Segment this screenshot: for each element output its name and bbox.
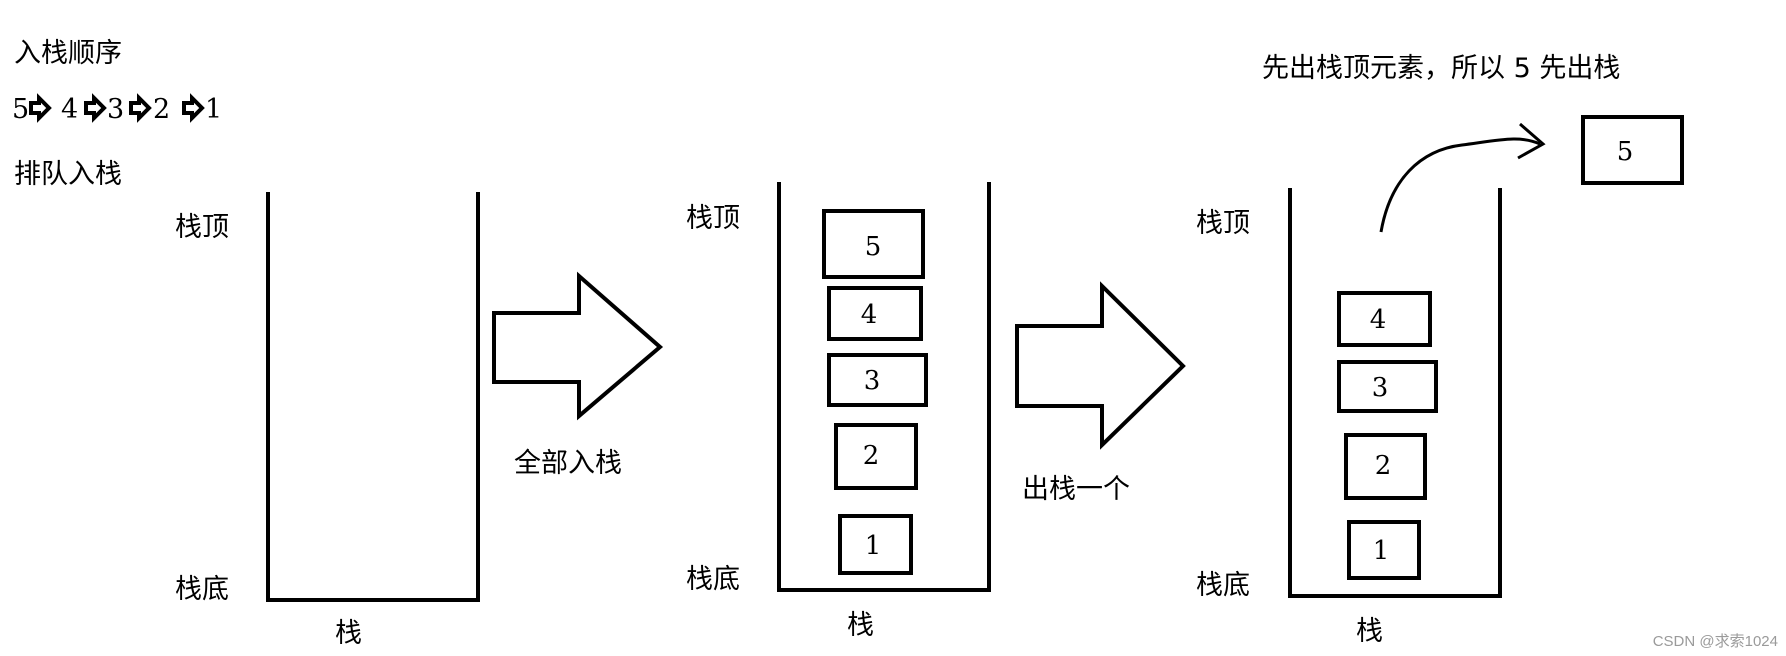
push-order-item: 4 bbox=[61, 94, 78, 125]
order-arrow-icon bbox=[129, 93, 152, 123]
push-order-item: 2 bbox=[153, 94, 170, 125]
stack-bottom-label: 栈底 bbox=[175, 574, 229, 605]
stack-element-box bbox=[838, 514, 913, 575]
stack-element-box bbox=[1337, 360, 1438, 413]
stack-full: 栈顶 栈底 5 4 3 2 1 栈 bbox=[686, 182, 991, 641]
stack-element-label: 5 bbox=[865, 232, 882, 262]
push-order-item: 5 bbox=[12, 94, 29, 125]
popped-element-box bbox=[1581, 115, 1684, 185]
stack-caption: 栈 bbox=[335, 618, 362, 649]
stack-element-label: 3 bbox=[1372, 373, 1389, 403]
stack-element-box bbox=[827, 286, 923, 341]
stack-element-label: 2 bbox=[1375, 451, 1392, 481]
pop-note: 先出栈顶元素，所以 5 先出栈 bbox=[1262, 53, 1620, 84]
stack-element-box bbox=[1347, 520, 1421, 580]
stack-element-label: 4 bbox=[861, 300, 878, 330]
pop-one-arrow-icon bbox=[1015, 281, 1186, 450]
stack-bottom-label: 栈底 bbox=[686, 564, 740, 595]
popped-element-label: 5 bbox=[1617, 137, 1634, 167]
stack-container bbox=[1288, 188, 1502, 598]
watermark: CSDN @求索1024 bbox=[1653, 633, 1778, 650]
stack-after-pop: 栈顶 栈底 4 3 2 1 栈 bbox=[1196, 188, 1502, 647]
stack-element-box bbox=[827, 353, 928, 407]
pop-one-label: 出栈一个 bbox=[1022, 474, 1130, 505]
push-order-title: 入栈顺序 bbox=[14, 38, 122, 69]
stack-element-box bbox=[1344, 433, 1427, 500]
stack-container bbox=[777, 182, 991, 592]
queue-push-label: 排队入栈 bbox=[14, 159, 122, 190]
push-all-label: 全部入栈 bbox=[514, 448, 622, 479]
stack-empty: 栈顶 栈底 栈 bbox=[175, 192, 480, 649]
stack-element-label: 3 bbox=[864, 366, 881, 396]
order-arrow-icon bbox=[182, 93, 205, 123]
push-order-sequence: 5 4 3 2 1 bbox=[12, 93, 222, 125]
stack-bottom-label: 栈底 bbox=[1196, 570, 1250, 601]
stack-element-label: 4 bbox=[1370, 305, 1387, 335]
push-order-item: 3 bbox=[107, 94, 124, 125]
pop-curve-arrow-icon bbox=[1379, 137, 1541, 233]
order-arrow-icon bbox=[84, 93, 107, 123]
stack-element-label: 1 bbox=[1373, 536, 1390, 566]
stack-top-label: 栈顶 bbox=[686, 203, 740, 234]
stack-element-box bbox=[1337, 291, 1432, 347]
order-arrow-icon bbox=[29, 93, 52, 123]
stack-element-label: 1 bbox=[865, 531, 882, 561]
stack-element-label: 2 bbox=[863, 441, 880, 471]
pop-arrowhead-icon bbox=[1517, 122, 1546, 160]
stack-caption: 栈 bbox=[1356, 616, 1383, 647]
stack-element-box bbox=[822, 209, 925, 279]
stack-top-label: 栈顶 bbox=[1196, 208, 1250, 239]
push-order-item: 1 bbox=[205, 94, 222, 125]
push-all-arrow-icon bbox=[492, 271, 664, 421]
stack-container bbox=[266, 192, 480, 602]
stack-top-label: 栈顶 bbox=[175, 212, 229, 243]
stack-element-box bbox=[834, 423, 918, 490]
stack-caption: 栈 bbox=[847, 610, 874, 641]
